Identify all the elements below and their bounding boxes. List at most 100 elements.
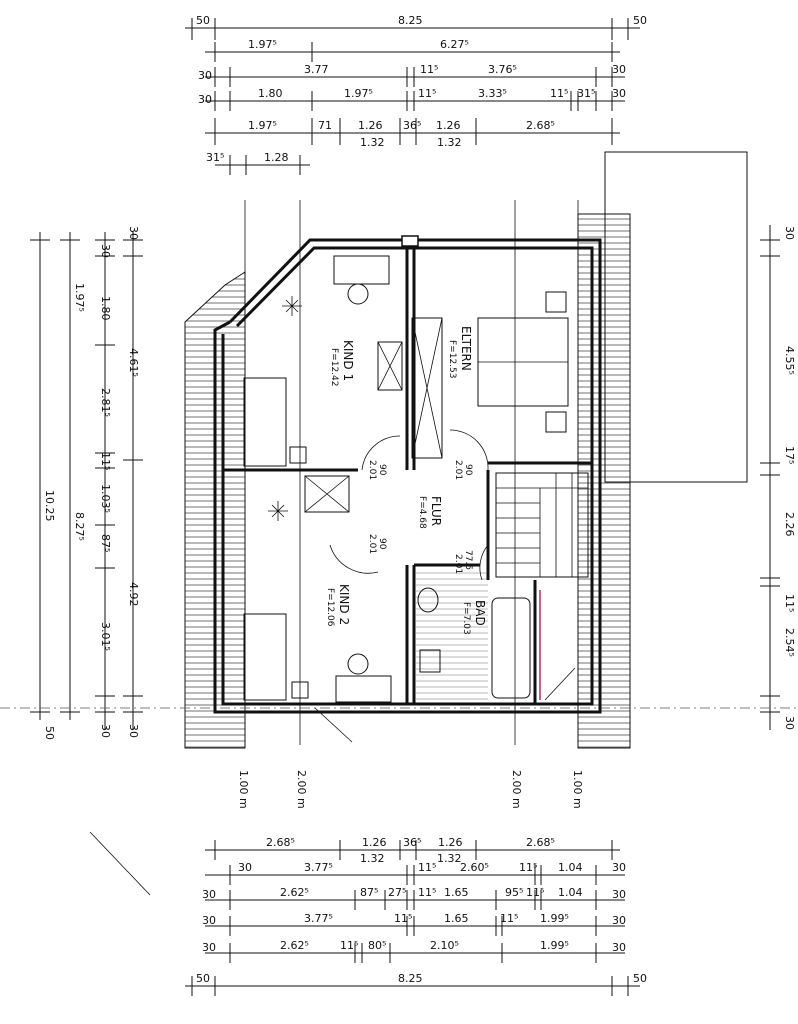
top-dim-r5-e: 1.26 bbox=[436, 119, 461, 132]
door-kind1-width: 90 bbox=[377, 464, 387, 476]
top-dim-r3-c: 11⁵ bbox=[420, 63, 438, 76]
bot-dim-r6-a: 50 bbox=[196, 972, 210, 985]
bot-dim-r2-f: 1.04 bbox=[558, 861, 583, 874]
height-mark-3: 2.00 m bbox=[510, 770, 523, 809]
chair-kind1 bbox=[347, 283, 369, 305]
nightstand-eltern-1 bbox=[545, 291, 567, 313]
room-area-flur: F=4.68 bbox=[417, 496, 427, 529]
height-mark-1: 1.00 m bbox=[237, 770, 250, 809]
left-dim-c3-i: 50 bbox=[43, 726, 56, 740]
bot-dim-r3-j: 30 bbox=[612, 888, 626, 901]
bot-dim-r1-b: 1.26 bbox=[362, 836, 387, 849]
room-name-eltern: ELTERN bbox=[459, 326, 473, 371]
right-dim-a: 30 bbox=[783, 226, 796, 240]
bot-dim-r4-a: 30 bbox=[202, 914, 216, 927]
top-dim-r3-d: 3.76⁵ bbox=[488, 63, 517, 76]
bot-dim-r5-c: 11⁵ bbox=[340, 939, 358, 952]
room-name-flur: FLUR bbox=[429, 496, 443, 526]
door-swing-eltern bbox=[449, 429, 489, 471]
top-dim-50-left: 50 bbox=[196, 14, 210, 27]
door-eltern-width: 90 bbox=[463, 464, 473, 476]
walls bbox=[213, 235, 602, 714]
left-dimension-chains: 10.25 8.27⁵ 30 1.97⁵ 2.81⁵ 11⁵ 1.03⁵ 87⁵… bbox=[30, 226, 143, 740]
top-dim-overall: 8.25 bbox=[398, 14, 423, 27]
top-dim-r5-h: 1.32 bbox=[437, 136, 462, 149]
bot-dim-r1-f: 1.32 bbox=[360, 852, 385, 865]
left-dim-c3-f: 87⁵ bbox=[99, 534, 112, 552]
bot-dim-r1-c: 36⁵ bbox=[403, 836, 421, 849]
bot-dim-r4-f: 1.99⁵ bbox=[540, 912, 569, 925]
bot-dim-r1-e: 2.68⁵ bbox=[526, 836, 555, 849]
bot-dim-r4-c: 11⁵ bbox=[394, 912, 412, 925]
top-dim-r3-a: 30 bbox=[198, 69, 212, 82]
left-dim-c3-c: 2.81⁵ bbox=[99, 388, 112, 417]
top-dim-r4-a: 30 bbox=[198, 93, 212, 106]
top-dim-r3-e: 30 bbox=[612, 63, 626, 76]
left-dim-c3-a: 30 bbox=[99, 244, 112, 258]
top-dim-r5-f: 2.68⁵ bbox=[526, 119, 555, 132]
top-dim-r4-d: 11⁵ bbox=[418, 87, 436, 100]
top-dim-r5-c: 1.26 bbox=[358, 119, 383, 132]
door-swing-kind2 bbox=[329, 544, 379, 574]
bot-dim-r2-a: 30 bbox=[238, 861, 252, 874]
door-bad-width: 77.5 bbox=[463, 550, 473, 570]
desk-kind2 bbox=[335, 675, 392, 703]
bot-dim-r5-d: 80⁵ bbox=[368, 939, 386, 952]
bot-dim-r3-a: 30 bbox=[202, 888, 216, 901]
door-eltern-height: 2.01 bbox=[453, 460, 463, 480]
door-bad-height: 2.01 bbox=[453, 554, 463, 574]
left-dim-c3-d: 11⁵ bbox=[99, 452, 112, 470]
top-dim-r2-b: 6.27⁵ bbox=[440, 38, 469, 51]
bot-dim-r3-d: 27⁵ bbox=[388, 886, 406, 899]
left-dim-overall: 10.25 bbox=[43, 490, 56, 522]
left-dim-c3-e: 1.03⁵ bbox=[99, 484, 112, 513]
top-dim-r4-e: 3.33⁵ bbox=[478, 87, 507, 100]
right-dim-c: 17⁵ bbox=[783, 446, 796, 464]
bot-dim-r3-h: 11⁵ bbox=[526, 886, 544, 899]
left-dim-c4-a: 30 bbox=[127, 226, 140, 240]
bot-dim-r3-f: 1.65 bbox=[444, 886, 469, 899]
left-dim-c3-h: 30 bbox=[99, 724, 112, 738]
chair-kind2 bbox=[347, 653, 369, 675]
room-area-bad: F=7.03 bbox=[461, 602, 471, 635]
bed-kind2 bbox=[243, 613, 287, 701]
bot-dim-r5-e: 2.10⁵ bbox=[430, 939, 459, 952]
nightstand-kind1 bbox=[289, 446, 307, 464]
bot-dim-r1-g: 1.32 bbox=[437, 852, 462, 865]
height-marks: 1.00 m 2.00 m 2.00 m 1.00 m bbox=[237, 770, 584, 809]
bot-dim-r3-g: 95⁵ bbox=[505, 886, 523, 899]
bot-dim-r6-b: 8.25 bbox=[398, 972, 423, 985]
room-area-eltern: F=12.53 bbox=[447, 340, 457, 378]
room-name-bad: BAD bbox=[473, 600, 487, 626]
top-dim-r4-b: 1.80 bbox=[258, 87, 283, 100]
wardrobe-eltern bbox=[411, 317, 443, 459]
top-dim-r5-g: 1.32 bbox=[360, 136, 385, 149]
top-dimension-chains: 50 8.25 50 1.97⁵ 6.27⁵ 30 3.77 11⁵ 3.76⁵… bbox=[185, 14, 647, 175]
left-dim-c4-e: 30 bbox=[127, 724, 140, 738]
washbasin bbox=[417, 587, 439, 613]
bot-dim-r1-a: 2.68⁵ bbox=[266, 836, 295, 849]
bot-dim-r2-c: 11⁵ bbox=[418, 861, 436, 874]
left-dim-c4-b: 1.80 bbox=[99, 296, 112, 321]
bot-dim-r3-i: 1.04 bbox=[558, 886, 583, 899]
cabinet-kind2 bbox=[304, 475, 350, 513]
top-dim-r4-c: 1.97⁵ bbox=[344, 87, 373, 100]
lamp-kind1 bbox=[282, 296, 302, 316]
nightstand-kind2 bbox=[291, 681, 309, 699]
door-kind1-height: 2.01 bbox=[367, 460, 377, 480]
bot-dim-r5-f: 1.99⁵ bbox=[540, 939, 569, 952]
bot-dim-r5-b: 2.62⁵ bbox=[280, 939, 309, 952]
room-name-kind1: KIND 1 bbox=[341, 340, 355, 381]
room-name-kind2: KIND 2 bbox=[337, 584, 351, 625]
bot-dim-r4-b: 3.77⁵ bbox=[304, 912, 333, 925]
door-kind2-width: 90 bbox=[377, 538, 387, 550]
right-dim-b: 4.55⁵ bbox=[783, 346, 796, 375]
bot-dim-r5-a: 30 bbox=[202, 941, 216, 954]
room-area-kind1: F=12.42 bbox=[329, 348, 339, 386]
toilet bbox=[419, 649, 441, 673]
bot-dim-r2-e: 11⁵ bbox=[519, 861, 537, 874]
bathtub bbox=[491, 597, 531, 699]
top-dim-r5-b: 71 bbox=[318, 119, 332, 132]
right-dim-d: 2.26 bbox=[783, 512, 796, 537]
top-dim-r5-a: 1.97⁵ bbox=[248, 119, 277, 132]
